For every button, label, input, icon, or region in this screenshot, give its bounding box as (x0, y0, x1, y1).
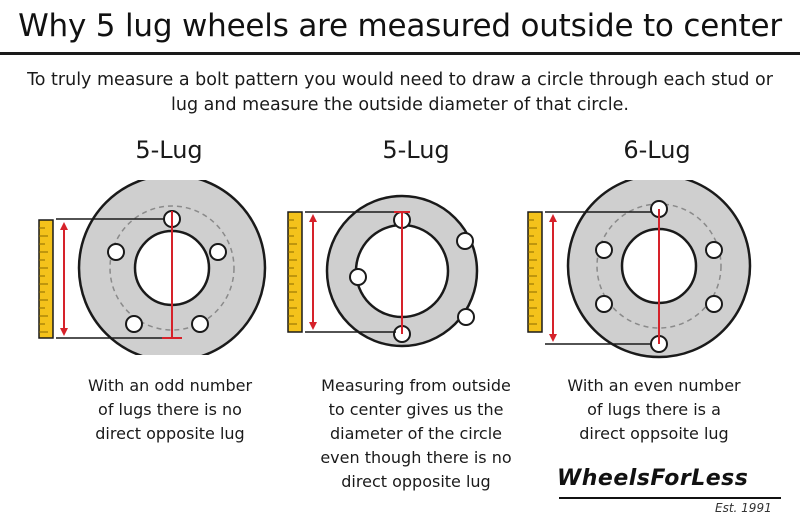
measure-line-1 (60, 211, 182, 339)
caption-line: With an even number (567, 376, 741, 395)
brand-logo: WheelsForLess Est. 1991 (557, 466, 787, 518)
caption-line: even though there is no (320, 448, 512, 467)
caption-line: diameter of the circle (329, 424, 503, 443)
logo-underline (559, 497, 781, 499)
wheel-diagram-3 (527, 180, 752, 359)
measure-line-2 (309, 211, 410, 334)
wheel-diagram-2 (287, 194, 479, 348)
caption-line: direct oppsoite lug (579, 424, 729, 443)
brand-name: WheelsForLess (557, 466, 749, 491)
extension-lines-2 (305, 211, 402, 333)
measure-line-3 (549, 209, 660, 344)
panel-1-heading: 5-Lug (135, 136, 203, 164)
caption-line: With an odd number (87, 376, 253, 395)
title-bar: Why 5 lug wheels are measured outside to… (0, 0, 800, 55)
extension-lines-3 (545, 211, 651, 345)
panel-3-heading: 6-Lug (623, 136, 691, 164)
panel-1-caption: With an odd number of lugs there is no d… (60, 374, 280, 446)
caption-line: of lugs there is no (98, 400, 242, 419)
page-title: Why 5 lug wheels are measured outside to… (18, 8, 782, 44)
caption-line: to center gives us the (328, 400, 504, 419)
intro-text: To truly measure a bolt pattern you woul… (27, 70, 773, 115)
caption-line: of lugs there is a (587, 400, 721, 419)
bolt-circle-1 (109, 205, 235, 331)
ruler-3 (527, 211, 543, 333)
caption-line: Measuring from outside (321, 376, 511, 395)
caption-line: direct opposite lug (341, 472, 491, 491)
panel-2-heading: 5-Lug (382, 136, 450, 164)
extension-lines-1 (56, 218, 172, 339)
ruler-2 (287, 211, 303, 333)
brand-tagline: Est. 1991 (715, 501, 772, 515)
panel-2-caption: Measuring from outside to center gives u… (306, 374, 526, 494)
caption-line: direct opposite lug (95, 424, 245, 443)
panel-3-caption: With an even number of lugs there is a d… (544, 374, 764, 446)
ruler-1 (38, 219, 54, 339)
wheel-diagram-1 (38, 180, 267, 355)
